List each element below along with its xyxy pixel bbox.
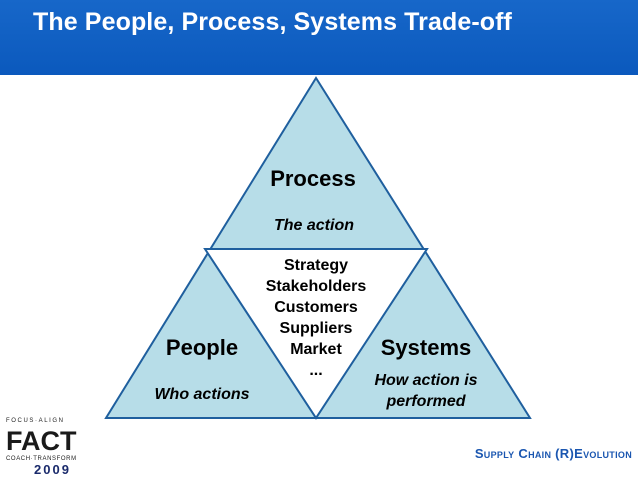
systems-subtitle-line2: performed [385,393,466,410]
logo-bottom-text: COACH·TRANSFORM [6,456,77,462]
center-item-market: Market [290,341,342,358]
systems-subtitle-line1: How action is [374,372,477,389]
logo-main-text: FACT [6,426,77,456]
systems-title: Systems [381,335,472,360]
process-title: Process [270,166,356,191]
center-item-strategy: Strategy [284,257,348,274]
fact-logo: FOCUS·ALIGN FACT COACH·TRANSFORM 2009 [4,418,84,477]
footer-brand: Supply Chain (R)Evolution [474,446,632,461]
people-subtitle: Who actions [154,386,249,403]
people-title: People [166,335,238,360]
title-bar: The People, Process, Systems Trade-off [0,0,638,75]
process-subtitle: The action [274,217,354,234]
center-item-suppliers: Suppliers [280,320,353,337]
center-triangle [203,248,429,420]
slide-title: The People, Process, Systems Trade-off [33,8,512,36]
logo-top-text: FOCUS·ALIGN [6,418,65,424]
center-item-ellipsis: ... [309,362,322,379]
center-item-stakeholders: Stakeholders [266,278,367,295]
center-item-customers: Customers [274,299,358,316]
logo-year: 2009 [34,462,71,477]
